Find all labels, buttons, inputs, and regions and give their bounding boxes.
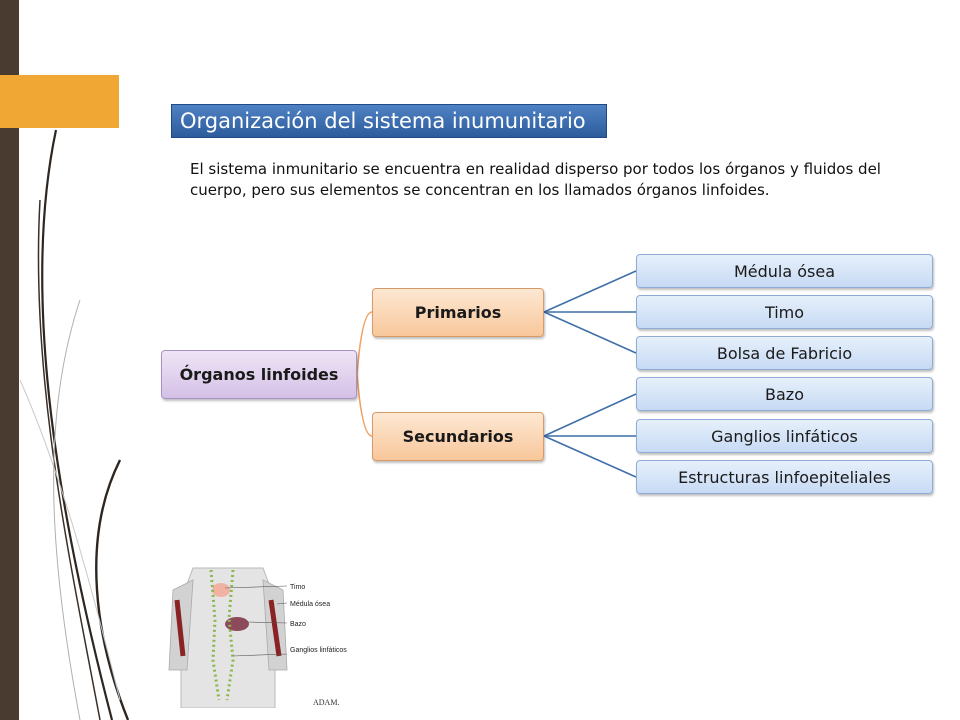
figure-label-bazo: Bazo [290, 621, 306, 628]
lymphoid-organs-anatomy-figure: Timo Médula ósea Bazo Ganglios linfático… [163, 560, 353, 708]
node-organos-linfoides: Órganos linfoides [161, 350, 357, 399]
root-to-primarios-connector [356, 311, 373, 375]
root-to-secundarios-connector [356, 373, 373, 437]
node-estructuras-linfoepiteliales: Estructuras linfoepiteliales [636, 460, 933, 494]
node-primarios: Primarios [372, 288, 544, 337]
node-bolsa-de-fabricio: Bolsa de Fabricio [636, 336, 933, 370]
secundarios-to-estructuras-connector [543, 435, 637, 478]
primarios-to-medula-connector [543, 270, 637, 313]
figure-label-medula-osea: Médula ósea [290, 601, 330, 608]
decorative-curves [19, 129, 130, 720]
section-title: Organización del sistema inumunitario [171, 104, 607, 138]
figure-label-timo: Timo [290, 584, 305, 591]
left-accent-bar [0, 0, 19, 720]
orange-accent-tab [0, 75, 119, 128]
node-ganglios-linfaticos: Ganglios linfáticos [636, 419, 933, 453]
intro-paragraph: El sistema inmunitario se encuentra en r… [190, 160, 881, 199]
node-timo: Timo [636, 295, 933, 329]
primarios-to-bolsa-connector [543, 311, 637, 354]
node-medula-osea: Médula ósea [636, 254, 933, 288]
node-bazo: Bazo [636, 377, 933, 411]
secundarios-to-bazo-connector [543, 393, 637, 437]
figure-credit-adam: ADAM. [313, 698, 339, 707]
figure-label-ganglios-linfaticos: Ganglios linfáticos [290, 647, 347, 654]
node-secundarios: Secundarios [372, 412, 544, 461]
